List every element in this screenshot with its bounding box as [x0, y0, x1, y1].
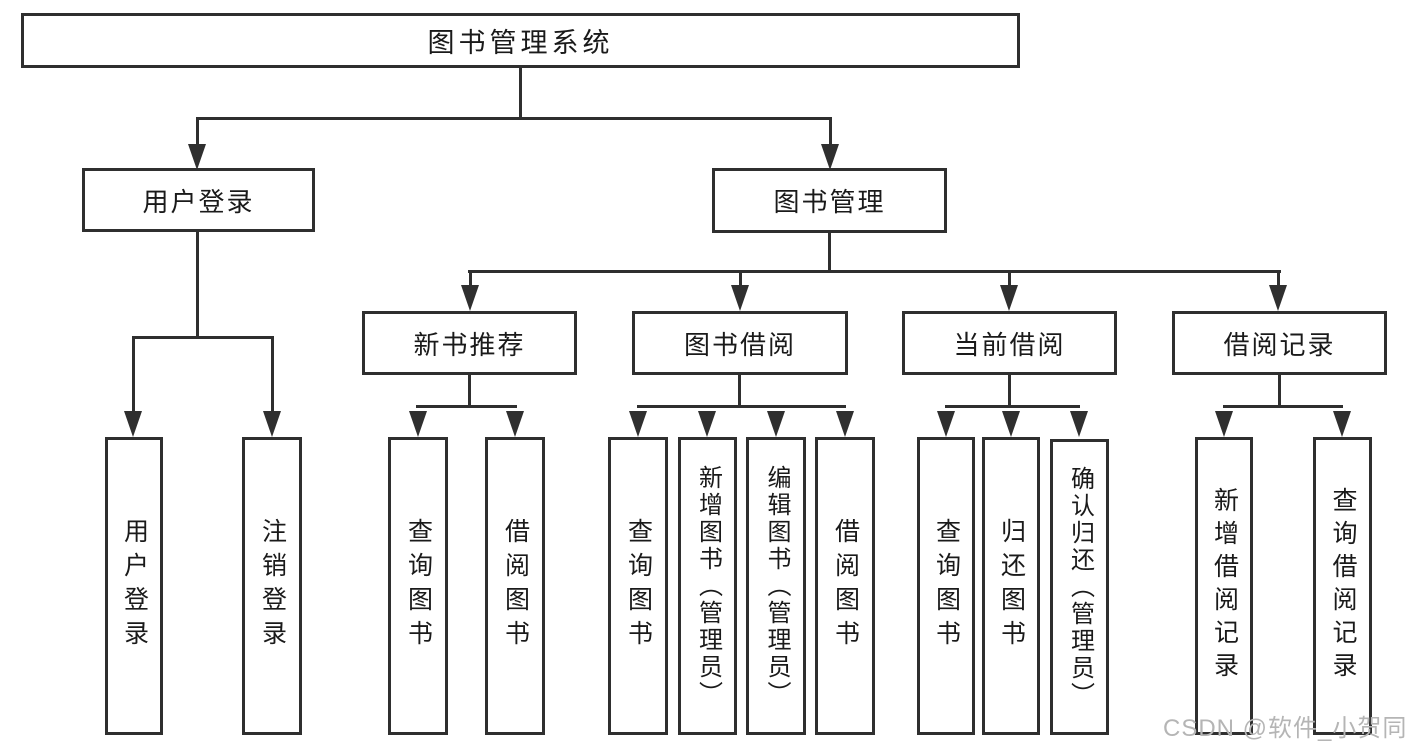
- arrowhead-borrowing-leaf4-icon: [836, 411, 854, 437]
- connector-user-login-branch: [132, 336, 274, 339]
- leaf-user-login: 用户登录: [105, 437, 163, 735]
- leaf-borrowing-borrow: 借阅图书: [815, 437, 875, 735]
- connector-records-branch: [1223, 405, 1343, 408]
- connector-borrowing-branch: [637, 405, 846, 408]
- leaf-records-query-label: 查询借阅记录: [1329, 487, 1357, 685]
- node-root-label: 图书管理系统: [427, 28, 614, 58]
- node-borrowing-label: 图书借阅: [683, 329, 796, 360]
- leaf-borrowing-add-admin: 新增图书（管理员）: [678, 437, 737, 735]
- node-new-books-label: 新书推荐: [413, 329, 526, 360]
- arrowhead-new-books-icon: [461, 285, 479, 311]
- connector-drop-borrowing: [739, 270, 742, 287]
- connector-new-books-branch: [416, 405, 517, 408]
- connector-drop-new-books: [469, 270, 472, 287]
- connector-drop-login-leaf2: [271, 336, 274, 413]
- connector-user-login-trunk: [196, 232, 199, 336]
- arrowhead-borrowing-leaf1-icon: [629, 411, 647, 437]
- connector-current-trunk: [1008, 374, 1011, 408]
- leaf-borrowing-edit-admin-label: 编辑图书（管理员）: [763, 464, 790, 708]
- node-current-label: 当前借阅: [953, 329, 1066, 360]
- leaf-borrowing-add-admin-label: 新增图书（管理员）: [694, 464, 722, 708]
- arrowhead-records-icon: [1269, 285, 1287, 311]
- arrowhead-borrowing-leaf3-icon: [767, 411, 785, 437]
- node-book-mgmt-label: 图书管理: [773, 187, 886, 217]
- node-book-mgmt: 图书管理: [712, 168, 947, 233]
- leaf-newbooks-query-label: 查询图书: [404, 518, 433, 654]
- node-current: 当前借阅: [902, 311, 1117, 375]
- arrowhead-new-books-leaf1-icon: [409, 411, 427, 437]
- connector-new-books-trunk: [468, 374, 471, 408]
- leaf-records-add: 新增借阅记录: [1195, 437, 1253, 735]
- connector-drop-book-mgmt: [829, 117, 832, 146]
- node-records-label: 借阅记录: [1223, 329, 1336, 360]
- leaf-current-confirm-admin-label: 确认归还（管理员）: [1066, 465, 1094, 709]
- connector-drop-records: [1277, 270, 1280, 287]
- leaf-current-return-label: 归还图书: [997, 518, 1026, 654]
- arrowhead-borrowing-icon: [731, 285, 749, 311]
- connector-records-trunk: [1278, 374, 1281, 408]
- leaf-logout-label: 注销登录: [258, 518, 287, 654]
- node-user-login-label: 用户登录: [142, 186, 255, 217]
- connector-borrowing-trunk: [738, 374, 741, 408]
- node-new-books: 新书推荐: [362, 311, 577, 375]
- leaf-records-query: 查询借阅记录: [1313, 437, 1372, 735]
- leaf-borrowing-query: 查询图书: [608, 437, 668, 735]
- leaf-borrowing-borrow-label: 借阅图书: [831, 518, 860, 654]
- node-records: 借阅记录: [1172, 311, 1387, 375]
- node-borrowing: 图书借阅: [632, 311, 848, 375]
- arrowhead-new-books-leaf2-icon: [506, 411, 524, 437]
- arrowhead-current-leaf3-icon: [1070, 411, 1088, 437]
- connector-level3-branch: [468, 270, 1281, 273]
- leaf-borrowing-edit-admin: 编辑图书（管理员）: [746, 437, 806, 735]
- arrowhead-current-leaf2-icon: [1002, 411, 1020, 437]
- leaf-borrowing-query-label: 查询图书: [624, 518, 653, 654]
- csdn-watermark: CSDN @软件_小贺同学: [1163, 715, 1405, 742]
- connector-drop-login-leaf1: [132, 336, 135, 413]
- connector-current-branch: [945, 405, 1080, 408]
- arrowhead-current-leaf1-icon: [937, 411, 955, 437]
- arrowhead-login-leaf2-icon: [263, 411, 281, 437]
- leaf-newbooks-borrow: 借阅图书: [485, 437, 545, 735]
- connector-drop-current: [1008, 270, 1011, 287]
- arrowhead-borrowing-leaf2-icon: [698, 411, 716, 437]
- leaf-current-return: 归还图书: [982, 437, 1040, 735]
- leaf-current-query: 查询图书: [917, 437, 975, 735]
- arrowhead-login-leaf1-icon: [124, 411, 142, 437]
- arrowhead-current-icon: [1000, 285, 1018, 311]
- connector-drop-user-login: [196, 117, 199, 146]
- arrowhead-user-login-icon: [188, 144, 206, 170]
- leaf-current-confirm-admin: 确认归还（管理员）: [1050, 439, 1109, 735]
- leaf-records-add-label: 新增借阅记录: [1210, 487, 1239, 685]
- connector-book-mgmt-trunk: [828, 233, 831, 272]
- leaf-current-query-label: 查询图书: [932, 518, 961, 654]
- leaf-newbooks-borrow-label: 借阅图书: [501, 518, 530, 654]
- leaf-newbooks-query: 查询图书: [388, 437, 448, 735]
- arrowhead-records-leaf2-icon: [1333, 411, 1351, 437]
- arrowhead-book-mgmt-icon: [821, 144, 839, 170]
- node-user-login: 用户登录: [82, 168, 315, 232]
- arrowhead-records-leaf1-icon: [1215, 411, 1233, 437]
- leaf-logout: 注销登录: [242, 437, 302, 735]
- leaf-user-login-label: 用户登录: [120, 518, 149, 654]
- connector-root-trunk: [519, 67, 522, 118]
- node-root: 图书管理系统: [21, 13, 1020, 68]
- connector-level2-branch: [196, 117, 832, 120]
